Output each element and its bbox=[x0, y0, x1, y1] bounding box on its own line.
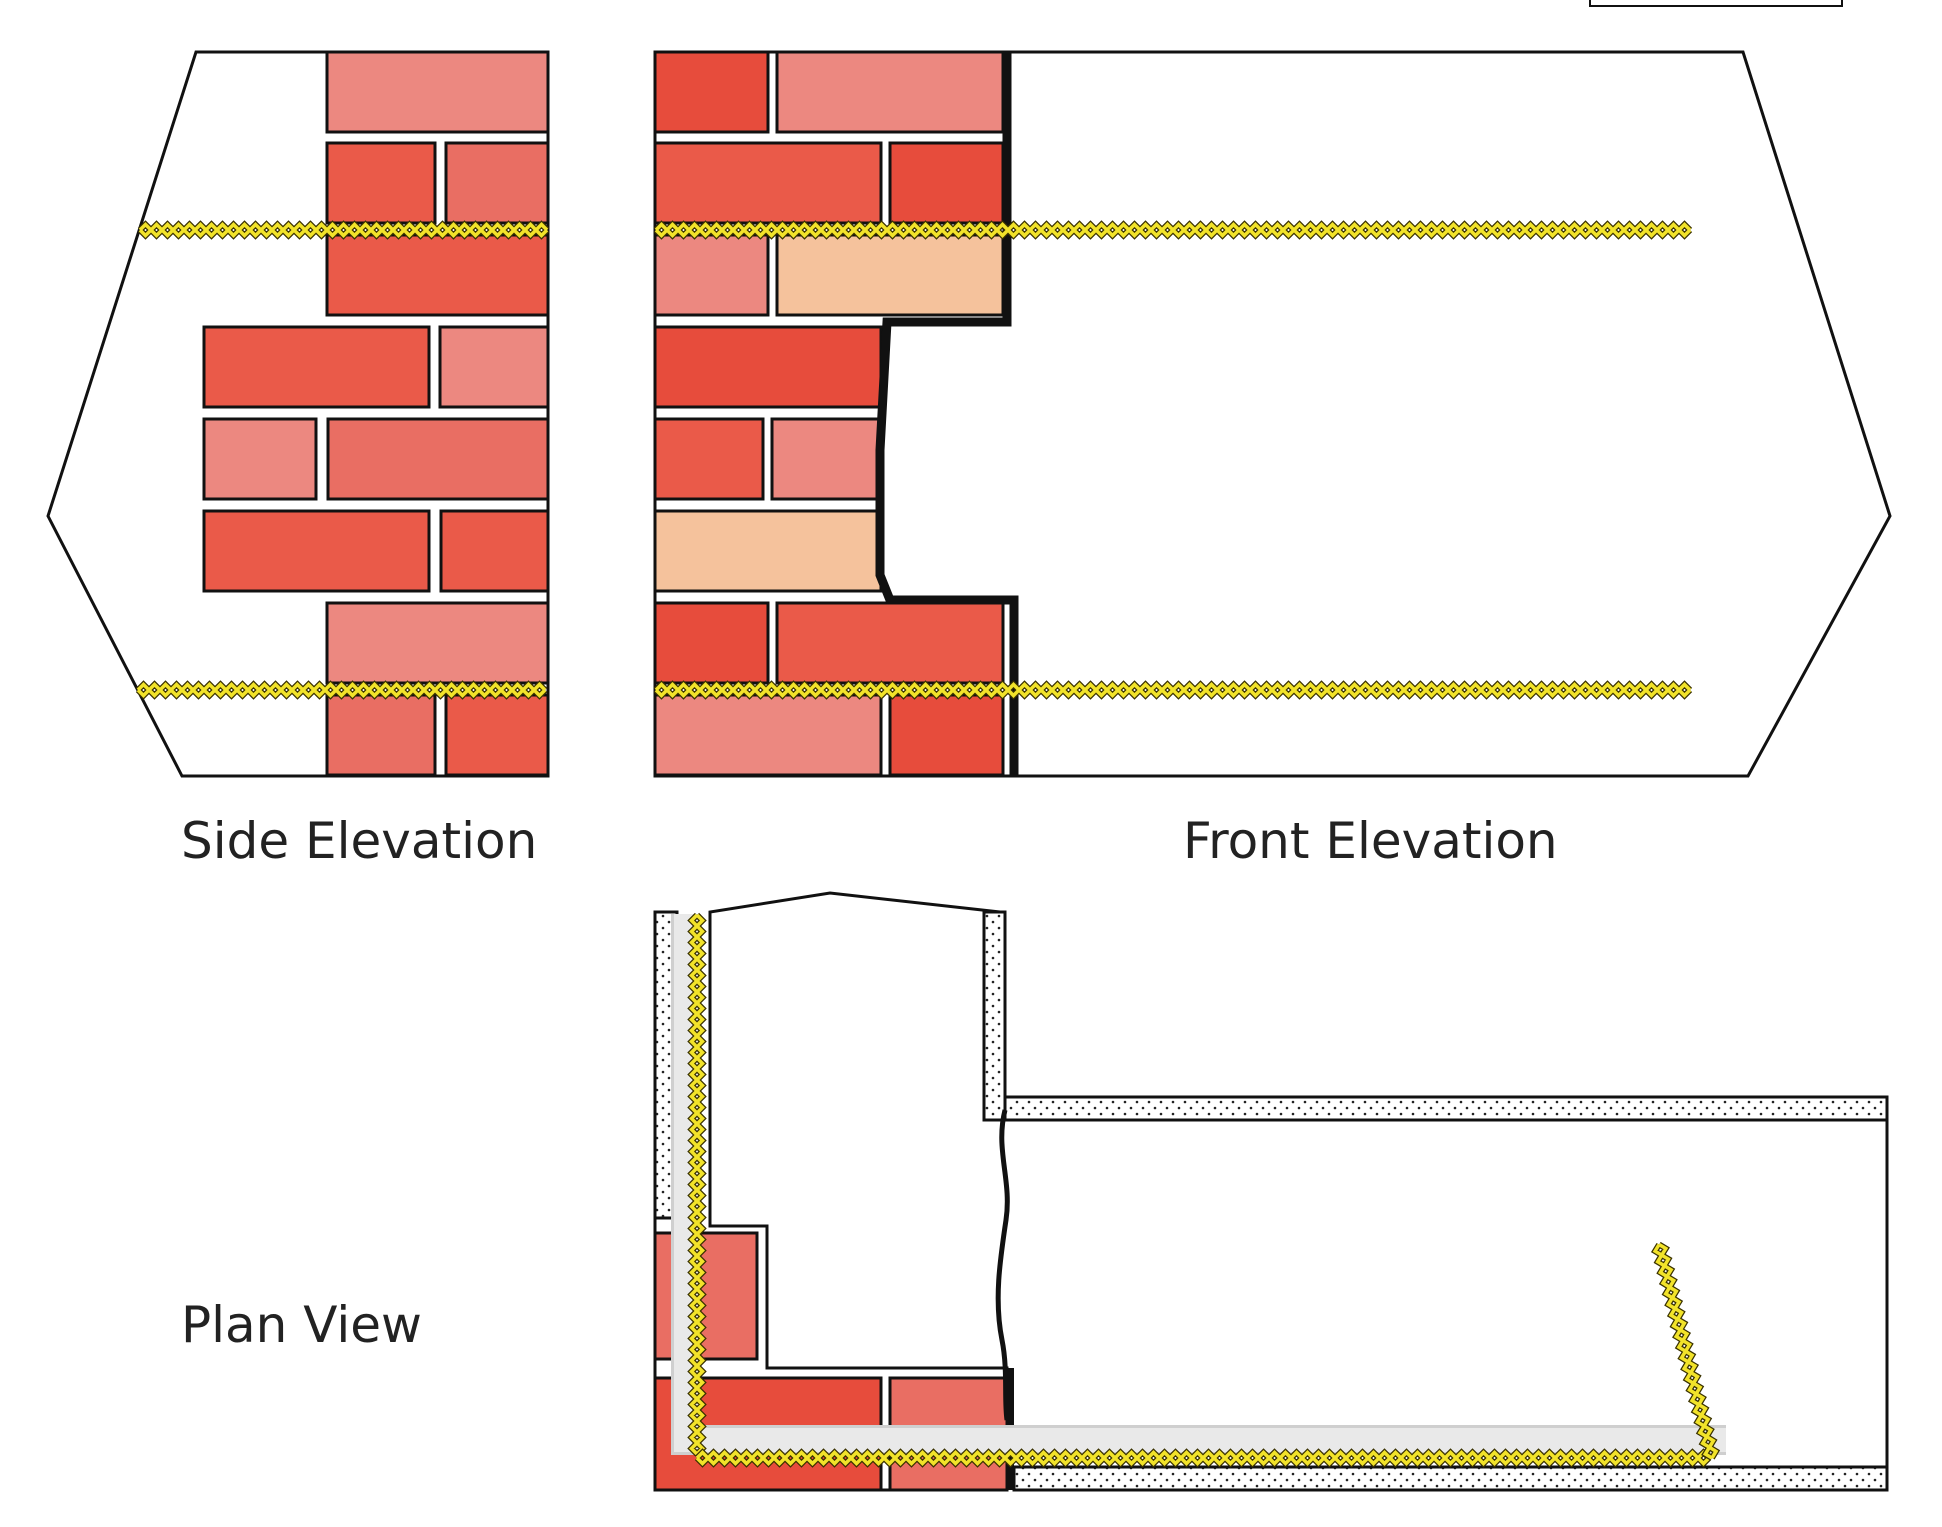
side-tie-upper bbox=[137, 220, 550, 240]
plan-tie-vertical-strand bbox=[689, 913, 705, 1456]
front-brick bbox=[653, 50, 770, 134]
front-brick bbox=[888, 141, 1005, 225]
front-brick bbox=[888, 693, 1005, 777]
front-brick bbox=[775, 233, 1005, 317]
side-tie-lower-strand bbox=[136, 682, 547, 698]
plan-brick bbox=[653, 1231, 759, 1361]
front-brick bbox=[770, 417, 885, 501]
plan-tie-hook-strand bbox=[1655, 1242, 1716, 1460]
front-wall-ties bbox=[653, 220, 1693, 700]
corner-box bbox=[1589, 0, 1843, 7]
front-brick bbox=[653, 601, 770, 685]
plan-view-label: Plan View bbox=[181, 1296, 422, 1354]
side-brick bbox=[202, 509, 431, 593]
side-brick bbox=[202, 417, 318, 501]
front-wall-edge bbox=[875, 52, 1019, 776]
side-elevation-drawing bbox=[46, 50, 550, 778]
side-brick bbox=[325, 50, 550, 134]
side-brick bbox=[325, 693, 437, 777]
side-brick bbox=[325, 233, 550, 317]
plan-tie-hook bbox=[1650, 1241, 1721, 1461]
front-brick bbox=[653, 233, 770, 317]
plan-bottom-sheathing bbox=[1012, 1465, 1889, 1492]
plan-top-sheathing bbox=[1003, 1095, 1889, 1122]
side-brick-wall bbox=[202, 50, 550, 777]
side-brick bbox=[325, 141, 437, 225]
plan-tie-horizontal-strand bbox=[695, 1450, 1711, 1466]
front-tie-upper-strand bbox=[654, 222, 1692, 238]
front-elevation-label: Front Elevation bbox=[1183, 812, 1558, 870]
side-brick bbox=[444, 693, 550, 777]
side-tie-upper-strand bbox=[138, 222, 549, 238]
front-tie-upper bbox=[653, 220, 1693, 240]
front-brick bbox=[653, 141, 883, 225]
plan-mid-sheathing bbox=[982, 910, 1007, 1122]
plan-tie-horizontal bbox=[694, 1448, 1712, 1468]
front-tie-lower bbox=[653, 680, 1693, 700]
front-brick bbox=[653, 417, 765, 501]
plan-wall-tie bbox=[687, 912, 1721, 1468]
plan-tie-backing bbox=[671, 914, 1726, 1455]
side-brick bbox=[439, 509, 550, 593]
side-brick bbox=[325, 601, 550, 685]
plan-tie-vertical bbox=[687, 912, 707, 1457]
side-brick bbox=[326, 417, 550, 501]
plan-view-drawing bbox=[653, 891, 1889, 1492]
front-brick bbox=[653, 325, 883, 409]
front-elevation-drawing bbox=[653, 50, 1892, 778]
front-brick bbox=[653, 509, 883, 593]
side-wall-ties bbox=[135, 220, 550, 700]
side-brick bbox=[444, 141, 550, 225]
side-brick bbox=[202, 325, 431, 409]
plan-tie-backing-inner bbox=[674, 914, 1726, 1452]
side-tie-lower-strand bbox=[136, 682, 547, 698]
side-tie-upper-strand bbox=[138, 222, 549, 238]
front-brick bbox=[653, 693, 883, 777]
side-brick bbox=[438, 325, 550, 409]
plan-break-line bbox=[995, 1109, 1010, 1421]
front-brick-wall bbox=[653, 50, 1005, 777]
front-brick bbox=[775, 601, 1005, 685]
plan-tie-vertical-strand bbox=[689, 913, 705, 1456]
side-tie-lower bbox=[135, 680, 548, 700]
side-elevation-label: Side Elevation bbox=[181, 812, 538, 870]
front-brick bbox=[775, 50, 1005, 134]
front-tie-lower-strand bbox=[654, 682, 1692, 698]
